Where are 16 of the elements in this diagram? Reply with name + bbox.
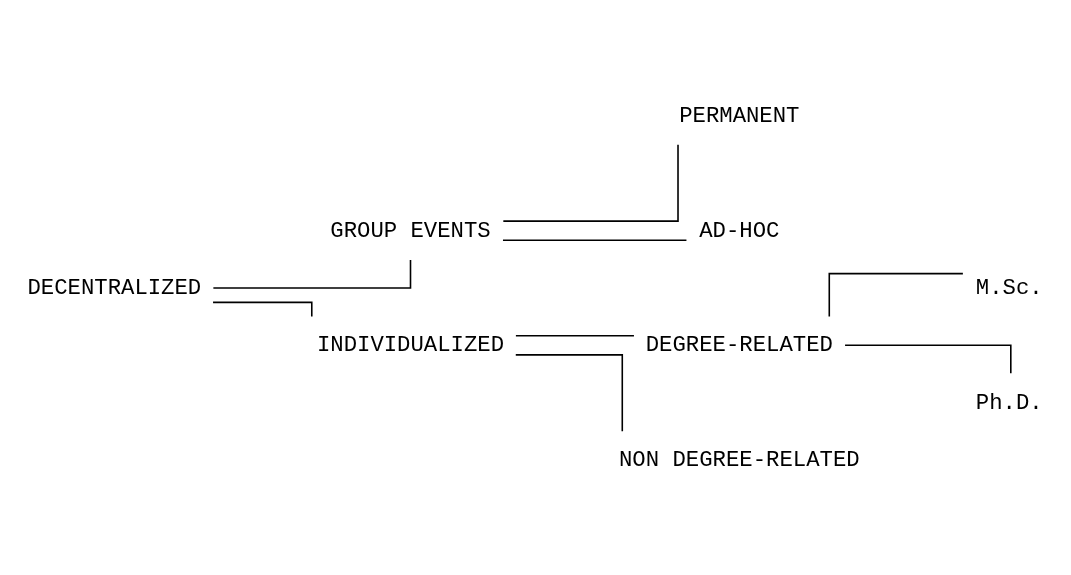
node-text: AD-HOC (699, 217, 780, 244)
node-text: GROUP EVENTS (330, 217, 491, 244)
connector (514, 353, 624, 432)
node-text: Ph.D. (975, 389, 1043, 416)
connector (502, 143, 679, 222)
connector (212, 258, 412, 289)
node-text: NON DEGREE-RELATED (618, 446, 860, 473)
connector (515, 334, 635, 337)
connector (502, 238, 688, 241)
node-text: PERMANENT (679, 102, 800, 129)
connector (828, 272, 964, 317)
node-text: DEGREE-RELATED (645, 331, 833, 358)
node-text: M.Sc. (975, 274, 1043, 301)
node-text: INDIVIDUALIZED (316, 331, 505, 358)
connector (844, 344, 1012, 374)
node-text: DECENTRALIZED (27, 274, 202, 301)
